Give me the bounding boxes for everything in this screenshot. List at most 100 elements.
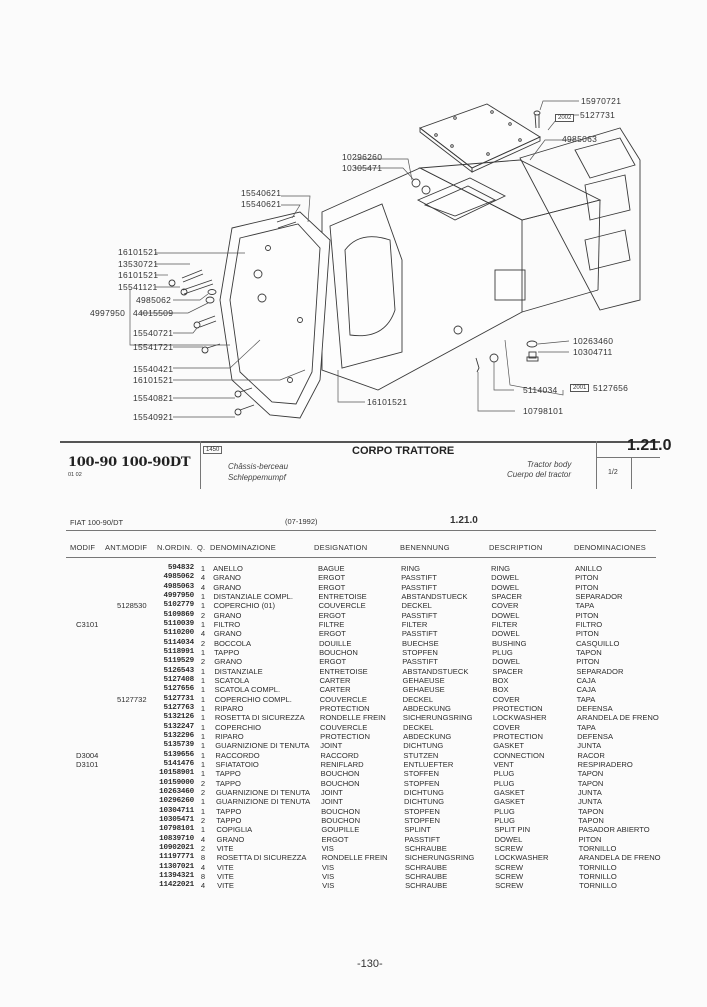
cell-denominaciones: PITON	[575, 573, 599, 583]
cell-denominazione: TAPPO	[215, 769, 241, 779]
cell-denominazione: TAPPO	[216, 806, 242, 816]
cell-denominaciones: ANILLO	[575, 564, 603, 573]
cell-benennung: SCHRAUBE	[404, 843, 447, 853]
cell-designation: COUVERCLE	[318, 601, 366, 611]
cell-description: DOWEL	[492, 657, 521, 667]
table-section: 1.21.0	[450, 515, 478, 526]
cell-benennung: STUTZEN	[403, 750, 439, 760]
cell-denominazione: VITE	[217, 881, 234, 891]
callout-15540621-b: 15540621	[241, 199, 282, 209]
cell-description: SPACER	[491, 591, 523, 601]
front-flange-plate	[219, 211, 331, 419]
cell-denominaciones: PITON	[578, 834, 602, 844]
cell-benennung: PASSTIFT	[401, 610, 438, 620]
top-cover-plate	[419, 103, 541, 173]
cell-denominaciones: TAPON	[578, 815, 604, 825]
cell-description: FILTER	[491, 619, 518, 629]
cell-description: BUSHING	[491, 638, 527, 648]
column-header-denominaciones: DENOMINACIONES	[574, 543, 646, 552]
tractor-body-drawing	[129, 100, 641, 419]
callout-10305471: 10305471	[342, 163, 383, 173]
cell-denominazione: COPIGLIA	[216, 825, 253, 835]
cell-denominaciones: CASQUILLO	[575, 638, 620, 648]
callout-16101521-d: 16101521	[367, 397, 408, 407]
cell-benennung: PASSTIFT	[401, 573, 437, 583]
cell-designation: ERGOT	[318, 573, 346, 583]
cell-benennung: ABSTANDSTUECK	[401, 591, 468, 601]
cell-denominazione: FILTRO	[213, 619, 241, 629]
cell-denominaciones: TORNILLO	[578, 871, 617, 881]
cell-description: PROTECTION	[493, 731, 543, 741]
cell-ant-modif: 5128530	[117, 601, 147, 611]
cell-denominazione: COPERCHIO	[215, 722, 262, 732]
cell-denominaciones: JUNTA	[578, 797, 602, 807]
cell-denominaciones: TAPON	[576, 647, 602, 657]
cell-quantity: 1	[200, 647, 206, 657]
cell-order-number: 10158901	[159, 769, 194, 778]
cell-denominazione: GUARNIZIONE DI TENUTA	[215, 741, 310, 751]
cell-order-number: 11307021	[159, 862, 194, 871]
cell-denominaciones: PITON	[576, 657, 600, 667]
cell-order-number: 5139656	[163, 750, 195, 759]
cell-denominaciones: DEFENSA	[577, 731, 614, 741]
cell-order-number: 5110039	[163, 619, 195, 628]
cell-description: SCREW	[494, 862, 524, 872]
cell-denominazione: RIPARO	[214, 703, 244, 713]
cell-designation: JOINT	[321, 797, 343, 807]
cell-quantity: 1	[200, 806, 206, 816]
cell-description: SCREW	[495, 881, 524, 891]
cell-quantity: 1	[200, 694, 206, 704]
cell-quantity: 2	[200, 778, 206, 788]
cell-denominaciones: CAJA	[576, 675, 596, 685]
title-english: Tractor body	[527, 460, 572, 469]
title-block-divider	[596, 441, 597, 489]
cell-denominazione: SFIATATOIO	[215, 759, 259, 769]
cell-denominazione: TAPPO	[216, 815, 242, 825]
cell-designation: ERGOT	[321, 834, 349, 844]
cell-denominazione: COPERCHIO COMPL.	[214, 694, 292, 704]
cell-denominazione: VITE	[216, 871, 234, 881]
table-header-top-rule	[66, 530, 656, 531]
cell-order-number: 5109869	[163, 610, 195, 619]
cell-designation: BOUCHON	[321, 806, 360, 816]
cell-quantity: 1	[200, 750, 206, 760]
cell-denominaciones: TAPA	[577, 722, 596, 732]
cell-designation: JOINT	[320, 787, 343, 797]
cell-designation: RONDELLE FREIN	[319, 713, 386, 723]
cell-order-number: 4997950	[163, 591, 195, 600]
cell-order-number: 594832	[167, 564, 194, 572]
cell-designation: BAGUE	[318, 564, 345, 573]
cell-denominazione: ROSETTA DI SICUREZZA	[216, 853, 307, 863]
cell-order-number: 10902021	[159, 843, 194, 852]
cell-quantity: 8	[200, 853, 206, 863]
cell-description: PLUG	[494, 815, 515, 825]
cell-order-number: 5127731	[163, 694, 195, 703]
cell-designation: VIS	[321, 862, 335, 872]
exploded-parts-diagram: 15970721 2002 5127731 4985063 10296260 1…	[0, 0, 707, 440]
callout-5127656: 5127656	[593, 383, 629, 393]
cell-designation: VIS	[321, 843, 334, 853]
cell-quantity: 1	[200, 619, 206, 629]
cell-denominaciones: ARANDELA DE FRENO	[576, 713, 659, 723]
cell-order-number: 5132126	[163, 713, 195, 722]
cell-order-number: 5118991	[163, 647, 195, 656]
cell-modif: D3004	[76, 750, 99, 760]
cell-benennung: SPLINT	[404, 825, 431, 835]
cell-order-number: 4985062	[163, 573, 195, 582]
small-parts-right	[411, 178, 539, 373]
cell-denominazione: GUARNIZIONE DI TENUTA	[216, 797, 311, 807]
